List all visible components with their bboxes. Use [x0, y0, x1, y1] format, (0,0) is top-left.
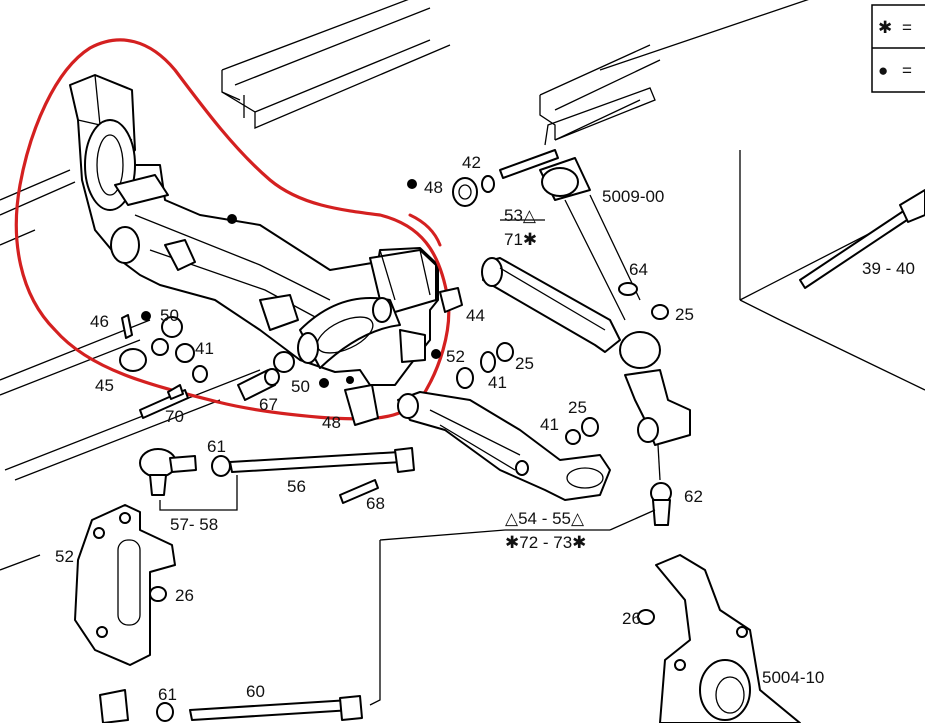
callout-64: 64: [629, 260, 648, 279]
callout-71: 71✱: [504, 230, 537, 249]
rod-39-40: [799, 189, 925, 289]
bushing-assembly-42: [452, 175, 495, 207]
tie-rod-60: [99, 689, 363, 723]
callout-39-40: 39 - 40: [862, 259, 915, 278]
callout-48-mid: 48: [322, 413, 341, 432]
callout-50-left: 50: [160, 306, 179, 325]
callout-60: 60: [246, 682, 265, 701]
tie-rod-56: [211, 447, 415, 504]
callout-50-mid: 50: [291, 377, 310, 396]
callout-62: 62: [684, 487, 703, 506]
callout-56: 56: [287, 477, 306, 496]
leader-lines: [369, 219, 656, 706]
subframe-crossmember: [69, 74, 439, 386]
steering-knuckle-5004: [655, 554, 801, 723]
mount-48-dot: [346, 376, 354, 384]
callout-46: 46: [90, 312, 109, 331]
callout-48-top: 48: [424, 178, 443, 197]
mount-48: [344, 384, 379, 426]
bullet-dot-48: [407, 179, 417, 189]
hardware-cluster-right: [439, 287, 599, 445]
callout-52-upper: 52: [446, 347, 465, 366]
callout-labels: 42 48 5009-00 53△ 71✱ 64 25 39 - 40 44 5…: [55, 153, 915, 704]
callout-70: 70: [165, 407, 184, 426]
ball-joint-62: [650, 444, 672, 526]
legend-star-equals: =: [902, 18, 912, 37]
callout-41-lower: 41: [540, 415, 559, 434]
callout-44: 44: [466, 306, 485, 325]
lower-control-arm: [397, 391, 611, 501]
hardware-cluster-left: [119, 311, 208, 419]
callout-42: 42: [462, 153, 481, 172]
callout-25-lower: 25: [568, 398, 587, 417]
callout-72-73: ✱72 - 73✱: [505, 533, 586, 552]
callout-26-right: 26: [622, 609, 641, 628]
upper-control-arm: [481, 257, 661, 369]
shock-absorber: [624, 369, 691, 446]
washer-64: [618, 282, 638, 296]
legend-dot-symbol: ●: [878, 61, 888, 80]
callout-61-bottom: 61: [158, 685, 177, 704]
callout-25-upper: 25: [675, 305, 694, 324]
callout-41-mid: 41: [488, 373, 507, 392]
nut-26-right: [637, 609, 655, 625]
callout-68: 68: [366, 494, 385, 513]
callout-5009-00: 5009-00: [602, 187, 664, 206]
legend-star-symbol: ✱: [878, 18, 892, 37]
nut-25-upper: [651, 304, 669, 320]
knuckle-bracket-52: [74, 504, 176, 666]
legend-dot-equals: =: [902, 61, 912, 80]
callout-61-top: 61: [207, 437, 226, 456]
callout-41-left: 41: [195, 339, 214, 358]
callout-53: 53△: [504, 206, 537, 225]
callout-5004-10: 5004-10: [762, 668, 824, 687]
upper-chassis-rail: [221, 0, 451, 129]
callout-26-left: 26: [175, 586, 194, 605]
right-chassis-rail: [539, 0, 809, 141]
callout-67: 67: [259, 395, 278, 414]
callout-57-58: 57- 58: [170, 515, 218, 534]
grease-point-dot: [227, 214, 237, 224]
bushing-67: [237, 351, 295, 401]
bullet-dot-50: [319, 378, 329, 388]
callout-45: 45: [95, 376, 114, 395]
callout-52-lower: 52: [55, 547, 74, 566]
callout-54-55: △54 - 55△: [505, 509, 585, 528]
legend: ✱ = ● =: [871, 4, 925, 93]
upper-link-rod: [499, 87, 656, 321]
bullet-dot-52: [431, 349, 441, 359]
ball-joint-57-58: [139, 448, 238, 511]
callout-25-mid: 25: [515, 354, 534, 373]
highlight-circle-tail: [408, 213, 442, 247]
